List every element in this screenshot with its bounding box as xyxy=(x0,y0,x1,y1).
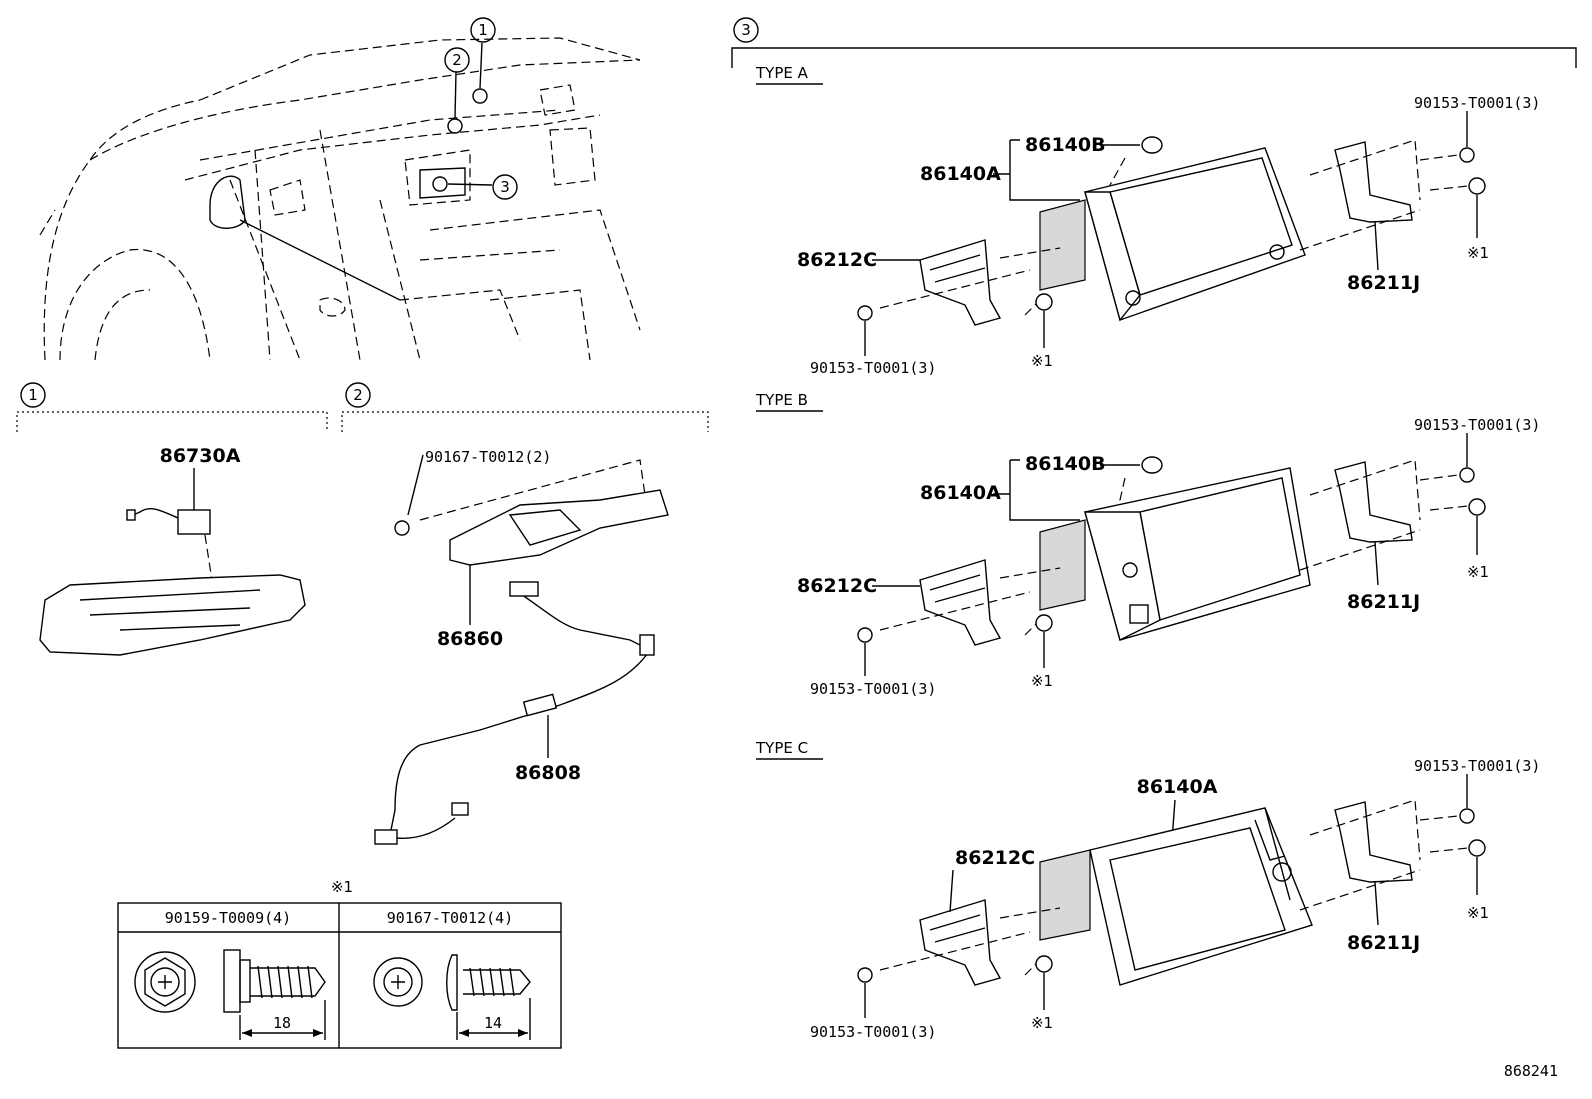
type-c-note-right: ※1 xyxy=(1467,904,1489,922)
type-a-bolt-icon xyxy=(857,305,873,321)
type-a-bolt-right-icon xyxy=(1459,147,1475,163)
screw-side-icon xyxy=(446,954,458,1011)
section-3: 3 xyxy=(731,17,1577,68)
type-b-note-right: ※1 xyxy=(1467,563,1489,581)
type-c-bolt-icon xyxy=(857,967,873,983)
type-b-rear-chassis xyxy=(1039,519,1086,611)
type-a-knob-86140B xyxy=(1141,136,1163,154)
part-label-86808: 86808 xyxy=(515,762,581,784)
table-header-col2: 90167-T0012(4) xyxy=(387,909,513,927)
length-col1: 18 xyxy=(273,1014,291,1032)
length-col2: 14 xyxy=(484,1014,502,1032)
type-c-label-86140A: 86140A xyxy=(1137,776,1218,798)
section-1: 1 86730A xyxy=(16,382,328,656)
dashboard-overview xyxy=(39,37,641,361)
section-number: 2 xyxy=(353,386,363,404)
type-c-screw-icon xyxy=(1035,955,1053,973)
type-a-note-right: ※1 xyxy=(1467,244,1489,262)
bolt-label: 90167-T0012(2) xyxy=(425,448,551,466)
type-c-screw-right-icon xyxy=(1468,839,1486,857)
type-a-rear-chassis xyxy=(1039,199,1086,291)
type-b-bracket-86212C xyxy=(919,559,1002,646)
type-b-screw-right-icon xyxy=(1468,498,1486,516)
type-a-label-86212C: 86212C xyxy=(797,249,877,271)
type-c-label-86212C: 86212C xyxy=(955,847,1035,869)
round-screw-head-icon xyxy=(373,957,423,1007)
type-a-screw-icon xyxy=(1035,293,1053,311)
section-number: 1 xyxy=(28,386,38,404)
table-mark: ※1 xyxy=(331,878,353,896)
type-b-bolt-top-label: 90153-T0001(3) xyxy=(1414,416,1540,434)
type-a-label-86140B: 86140B xyxy=(1025,134,1106,156)
type-a-bolt-bottom-label: 90153-T0001(3) xyxy=(810,359,936,377)
type-c-note-bottom: ※1 xyxy=(1031,1014,1053,1032)
type-a-label-86211J: 86211J xyxy=(1347,272,1420,294)
type-c-bolt-bottom-label: 90153-T0001(3) xyxy=(810,1023,936,1041)
callout-number: 2 xyxy=(452,51,462,69)
table-header-col1: 90159-T0009(4) xyxy=(165,909,291,927)
type-b-group: TYPE B 86140B 86140A 86212C 90153-T0001(… xyxy=(755,391,1540,698)
type-b-bolt-right-icon xyxy=(1459,467,1475,483)
fastener-table: ※1 90159-T0009(4) 90167-T0012(4) 18 14 xyxy=(117,878,562,1049)
type-a-title: TYPE A xyxy=(755,64,809,82)
type-c-title: TYPE C xyxy=(755,739,808,757)
type-a-label-86140A: 86140A xyxy=(920,163,1001,185)
callout-1-top: 1 xyxy=(470,17,496,43)
type-c-label-86211J: 86211J xyxy=(1347,932,1420,954)
type-c-rear-chassis xyxy=(1039,849,1091,941)
callout-3-top: 3 xyxy=(492,174,518,200)
type-a-bracket-86211J xyxy=(1334,141,1413,223)
type-a-screw-right-icon xyxy=(1468,177,1486,195)
section-2: 2 90167-T0012(2) 86860 86808 xyxy=(341,382,709,845)
module-86730A xyxy=(177,509,211,535)
type-a-bracket-86212C xyxy=(919,239,1002,326)
type-b-bolt-icon xyxy=(857,627,873,643)
type-a-note-bottom: ※1 xyxy=(1031,352,1053,370)
type-a-bolt-top-label: 90153-T0001(3) xyxy=(1414,94,1540,112)
type-b-note-bottom: ※1 xyxy=(1031,672,1053,690)
type-c-group: TYPE C 86140A 86212C 90153-T0001(3) ※1 8… xyxy=(755,739,1540,1041)
type-b-screw-icon xyxy=(1035,614,1053,632)
callout-number: 3 xyxy=(500,178,510,196)
type-b-bracket-86211J xyxy=(1334,461,1413,543)
type-c-bracket-86212C xyxy=(919,899,1002,986)
callout-2-top: 2 xyxy=(444,47,470,73)
callout-number: 1 xyxy=(478,21,488,39)
type-b-label-86140A: 86140A xyxy=(920,482,1001,504)
part-label-86730A: 86730A xyxy=(160,445,241,467)
type-b-label-86212C: 86212C xyxy=(797,575,877,597)
screw-side-icon xyxy=(223,949,241,1013)
hex-screw-head-icon xyxy=(134,951,196,1013)
type-b-bolt-bottom-label: 90153-T0001(3) xyxy=(810,680,936,698)
section-number: 3 xyxy=(741,21,751,39)
type-c-bolt-right-icon xyxy=(1459,808,1475,824)
type-a-group: TYPE A 86140B 86140A 86212C 90153-T0001(… xyxy=(755,64,1540,377)
bolt-icon xyxy=(394,520,410,536)
overhead-console xyxy=(39,574,306,656)
type-b-knob-86140B xyxy=(1141,456,1163,474)
type-c-bolt-top-label: 90153-T0001(3) xyxy=(1414,757,1540,775)
type-c-bracket-86211J xyxy=(1334,801,1413,883)
diagram-id: 868241 xyxy=(1504,1062,1558,1080)
type-b-label-86140B: 86140B xyxy=(1025,453,1106,475)
type-b-label-86211J: 86211J xyxy=(1347,591,1420,613)
part-label-86860: 86860 xyxy=(437,628,503,650)
type-b-title: TYPE B xyxy=(755,391,808,409)
